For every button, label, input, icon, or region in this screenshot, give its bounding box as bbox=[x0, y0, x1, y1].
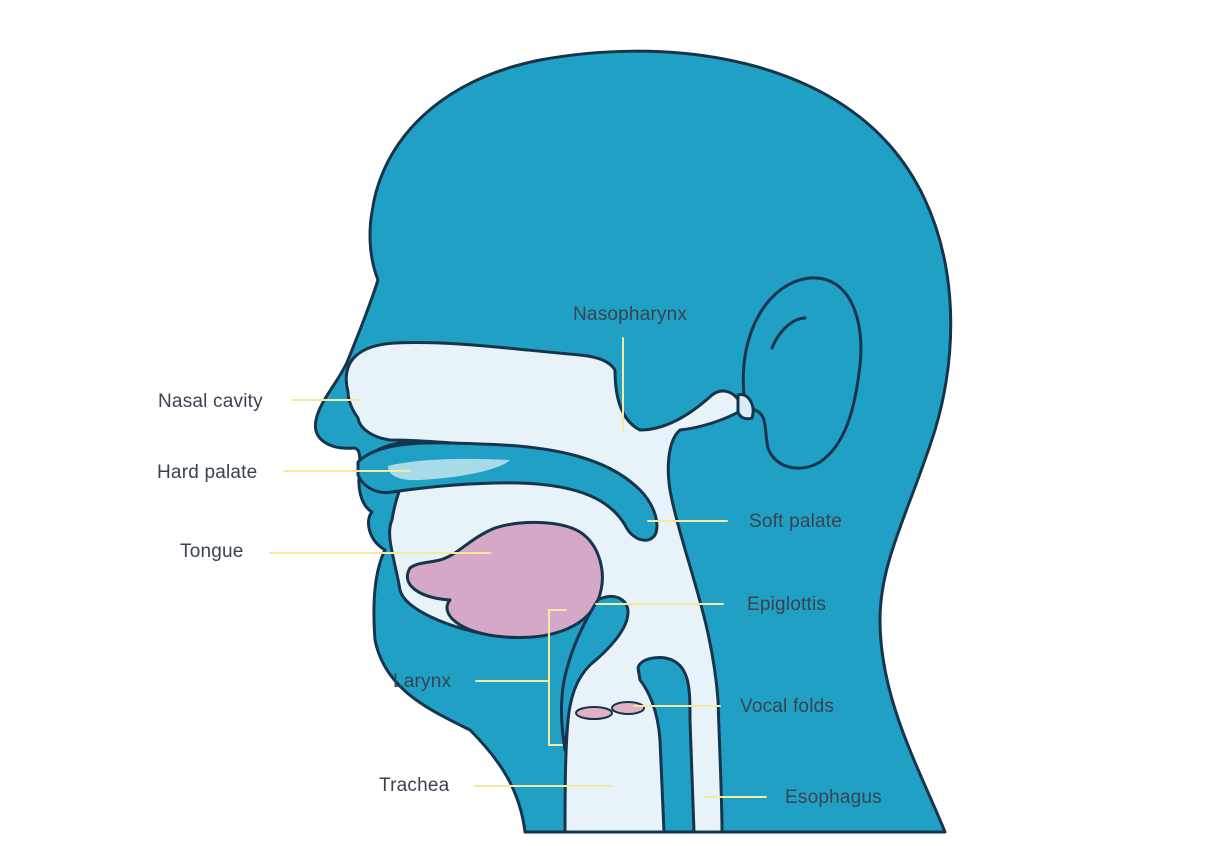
esophagus-wall bbox=[636, 656, 696, 834]
label-nasal-cavity: Nasal cavity bbox=[158, 391, 263, 412]
leader-larynx-bracket bbox=[548, 609, 567, 746]
label-nasopharynx: Nasopharynx bbox=[573, 304, 687, 325]
ear-outer bbox=[741, 276, 863, 470]
label-soft-palate: Soft palate bbox=[749, 511, 842, 532]
hard-palate-highlight bbox=[388, 458, 510, 481]
label-tongue: Tongue bbox=[180, 541, 244, 562]
ear-inner bbox=[770, 316, 807, 350]
vocal-fold-right bbox=[611, 701, 645, 715]
label-larynx: Larynx bbox=[393, 671, 452, 692]
label-epiglottis: Epiglottis bbox=[747, 594, 826, 615]
vocal-fold-left bbox=[575, 706, 613, 720]
label-hard-palate: Hard palate bbox=[157, 462, 257, 483]
ear-canal bbox=[736, 393, 755, 421]
epiglottis-shape bbox=[560, 595, 630, 752]
label-esophagus: Esophagus bbox=[785, 787, 882, 808]
label-vocal-folds: Vocal folds bbox=[740, 696, 834, 717]
label-trachea: Trachea bbox=[379, 775, 450, 796]
